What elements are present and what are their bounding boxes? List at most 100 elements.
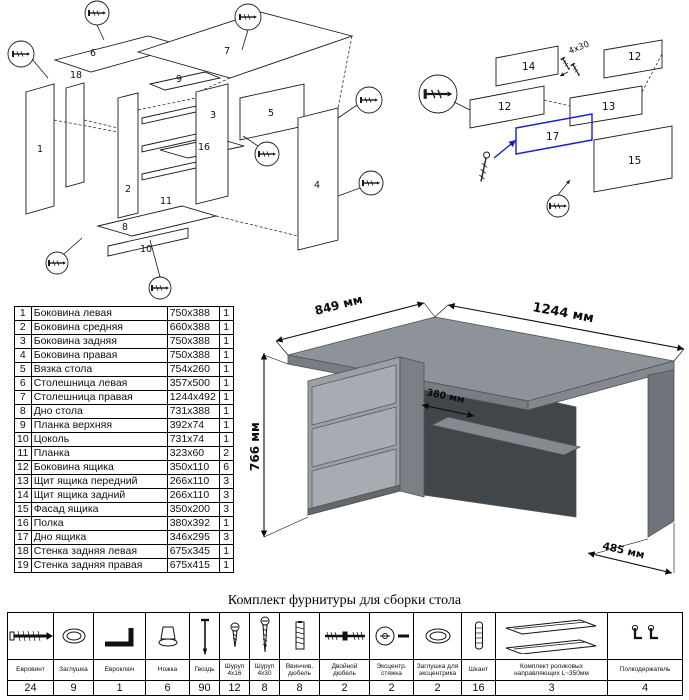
- part-number-label: 10: [140, 244, 152, 255]
- hardware-icon-cell: [320, 613, 369, 659]
- part-number-label: 17: [546, 131, 559, 143]
- part-name-cell: Щит ящика передний: [30, 474, 168, 490]
- hardware-qty: 9: [54, 680, 93, 695]
- part-quantity-cell: 3: [218, 530, 234, 546]
- table-row: 14 Щит ящика задний 266x110 3: [14, 488, 234, 504]
- hardware-qty: 3: [496, 680, 607, 695]
- furniture-leg-icon: [158, 626, 177, 647]
- part-size-cell: 750x388: [166, 334, 220, 350]
- part-size-cell: 660x388: [166, 320, 220, 336]
- parts-list-table: 1 Боковина левая 750x388 1 2 Боковина ср…: [14, 305, 234, 574]
- hardware-name: Полкодержатель: [608, 659, 682, 680]
- hardware-icon-cell: [250, 613, 279, 659]
- table-row: 19 Стенка задняя правая 675x415 1: [14, 558, 234, 574]
- desk-body: [287, 316, 675, 538]
- part-quantity-cell: 1: [218, 376, 234, 392]
- part-number-cell: 2: [14, 320, 32, 336]
- dimension-label: 485 мм: [601, 540, 645, 561]
- part-number-label: 13: [602, 101, 615, 113]
- part-size-cell: 266x110: [166, 474, 220, 490]
- table-row: 18 Стенка задняя левая 675x345 1: [14, 544, 234, 560]
- hardware-column: Двойной дюбель 2: [320, 613, 370, 695]
- part-name-cell: Стенка задняя правая: [30, 558, 168, 574]
- hardware-icon-cell: [54, 613, 93, 659]
- hardware-column: Полкодержатель 4: [608, 613, 682, 695]
- hardware-name: Гвоздь: [190, 659, 219, 680]
- part-name-cell: Дно ящика: [30, 530, 168, 546]
- table-row: 3 Боковина задняя 750x388 1: [14, 334, 234, 350]
- exploded-view-drawing: 6 7 9 18 1 2 11 16 8 10 3 5 4: [7, 0, 384, 300]
- part-number-cell: 8: [14, 404, 32, 420]
- part-size-cell: 266x110: [166, 488, 220, 504]
- part-quantity-cell: 1: [218, 362, 234, 378]
- part-quantity-cell: 1: [218, 390, 234, 406]
- hardware-qty: 16: [462, 680, 495, 695]
- part-number-label: 8: [122, 222, 128, 233]
- hardware-icon-cell: [190, 613, 219, 659]
- part-size-cell: 346x295: [166, 530, 220, 546]
- part-number-cell: 6: [14, 376, 32, 392]
- part-name-cell: Дно стола: [30, 404, 168, 420]
- hardware-name: Евровинт: [8, 659, 53, 680]
- table-row: 10 Цоколь 731x74 1: [14, 432, 234, 448]
- part-name-cell: Цоколь: [30, 432, 168, 448]
- part-number-label: 1: [37, 144, 43, 155]
- desk-render-drawing: 849 мм 1244 мм 766 мм 380 мм 485 мм: [250, 295, 685, 575]
- hardware-column: Евровинт 24: [8, 613, 54, 695]
- table-row: 5 Вязка стола 754x260 1: [14, 362, 234, 378]
- table-row: 9 Планка верхняя 392x74 1: [14, 418, 234, 434]
- part-quantity-cell: 3: [218, 488, 234, 504]
- part-number-cell: 16: [14, 516, 32, 532]
- hardware-qty: 2: [414, 680, 461, 695]
- part-name-cell: Планка верхняя: [30, 418, 168, 434]
- hardware-qty: 8: [280, 680, 319, 695]
- hardware-name: Шуруп 4x30: [250, 659, 279, 680]
- drawer-detail-drawing: 4x30 14 12 12 13 17 15: [418, 39, 673, 218]
- screw-glyph: [479, 151, 491, 182]
- part-number-label: 5: [268, 108, 274, 119]
- part-quantity-cell: 6: [218, 460, 234, 476]
- table-row: 1 Боковина левая 750x388 1: [14, 305, 234, 322]
- fastener-callouts: [7, 0, 384, 300]
- part-quantity-cell: 1: [218, 418, 234, 434]
- table-row: 2 Боковина средняя 660x388 1: [14, 320, 234, 336]
- part-size-cell: 731x74: [166, 432, 220, 448]
- hardware-icon-cell: [608, 613, 682, 659]
- table-row: 4 Боковина правая 750x388 1: [14, 348, 234, 364]
- drawer-detail-diagram: 4x30 14 12 12 13 17 15: [410, 30, 689, 230]
- hardware-icon-cell: [462, 613, 495, 659]
- part-number-cell: 5: [14, 362, 32, 378]
- hardware-name: Комплект роликовых направляющих L~350мм: [496, 659, 607, 680]
- dimension-label: 766 мм: [250, 422, 262, 471]
- part-number-label: 11: [160, 196, 172, 207]
- table-row: 11 Планка 323x60 2: [14, 446, 234, 462]
- hardware-qty: 4: [608, 680, 682, 695]
- part-size-cell: 350x110: [166, 460, 220, 476]
- hardware-name: Ввинчив. дюбель: [280, 659, 319, 680]
- hardware-column: Шуруп 4x30 8: [250, 613, 280, 695]
- part-number-cell: 11: [14, 446, 32, 462]
- hardware-column: Гвоздь 90: [190, 613, 220, 695]
- hardware-icon-cell: [94, 613, 145, 659]
- shelf-pin-icon: [631, 624, 658, 640]
- hardware-qty: 2: [320, 680, 369, 695]
- cam-lock-icon: [375, 626, 409, 646]
- hardware-qty: 6: [146, 680, 189, 695]
- dimension-label: 849 мм: [313, 295, 364, 318]
- part-number-label: 12: [498, 101, 511, 113]
- part-quantity-cell: 3: [218, 474, 234, 490]
- hardware-name: Двойной дюбель: [320, 659, 369, 680]
- part-name-cell: Полка: [30, 516, 168, 532]
- part-number-cell: 3: [14, 334, 32, 350]
- part-quantity-cell: 1: [218, 432, 234, 448]
- hardware-name: Евроключ: [94, 659, 145, 680]
- exploded-view-diagram: 6 7 9 18 1 2 11 16 8 10 3 5 4: [0, 0, 410, 300]
- part-size-cell: 675x415: [166, 558, 220, 574]
- hardware-column: Шуруп 4x16 12: [220, 613, 250, 695]
- part-quantity-cell: 1: [218, 348, 234, 364]
- part-name-cell: Боковина средняя: [30, 320, 168, 336]
- wood-dowel-icon: [474, 621, 483, 650]
- part-size-cell: 731x388: [166, 404, 220, 420]
- part-size-cell: 357x500: [166, 376, 220, 392]
